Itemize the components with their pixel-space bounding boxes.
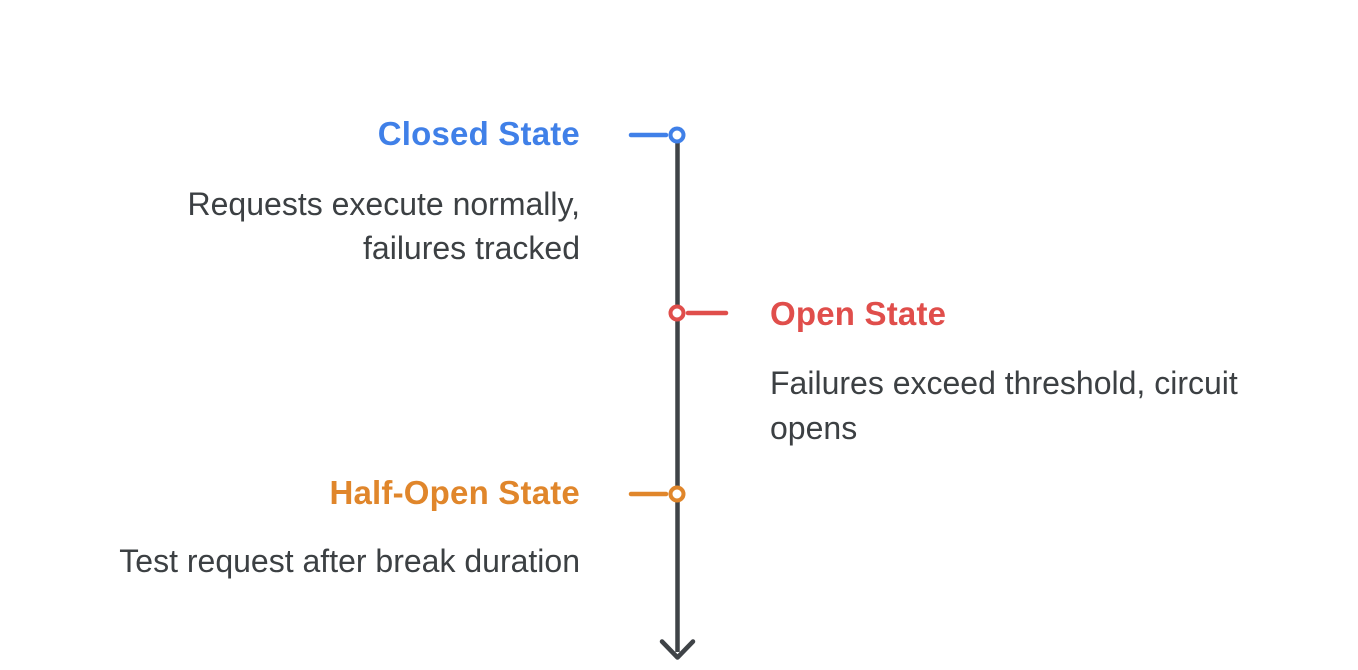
event-description-open-state: Failures exceed threshold, circuit opens xyxy=(770,361,1238,451)
event-description-closed-state: Requests execute normally, failures trac… xyxy=(188,182,580,270)
timeline-node-closed-state xyxy=(671,129,684,142)
description-line: Failures exceed threshold, circuit xyxy=(770,361,1238,406)
timeline-node-open-state xyxy=(671,307,684,320)
event-description-half-open-state: Test request after break duration xyxy=(119,539,580,583)
description-line: failures tracked xyxy=(188,226,580,270)
description-line: Test request after break duration xyxy=(119,539,580,583)
event-title-open-state: Open State xyxy=(770,293,946,335)
description-line: opens xyxy=(770,406,1238,451)
description-line: Requests execute normally, xyxy=(188,182,580,226)
timeline-node-half-open-state xyxy=(671,488,684,501)
event-title-half-open-state: Half-Open State xyxy=(329,472,580,514)
event-title-closed-state: Closed State xyxy=(378,113,580,155)
